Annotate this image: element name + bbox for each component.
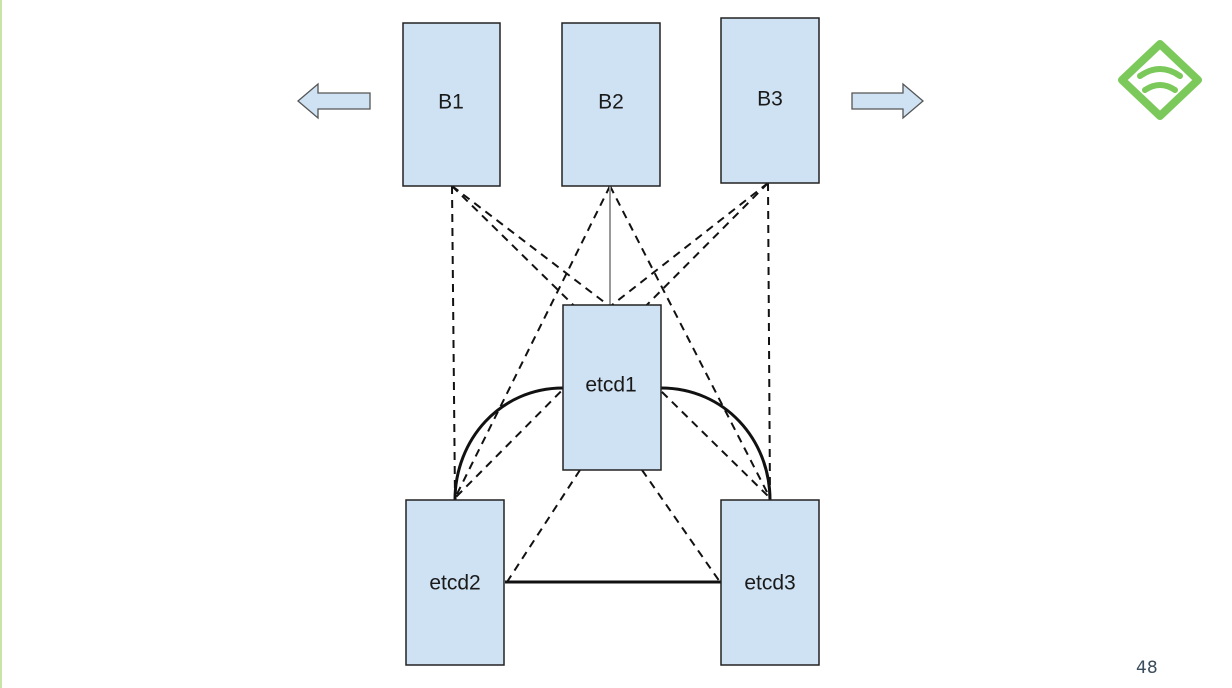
node-b3-label: B3 xyxy=(757,88,783,111)
solid-connections xyxy=(453,386,772,584)
link-b1-etcd3 xyxy=(451,185,771,499)
node-b3: B3 xyxy=(720,17,820,184)
node-etcd3-label: etcd3 xyxy=(744,572,795,595)
link-b1-etcd1 xyxy=(451,185,609,306)
logo-icon xyxy=(1118,40,1202,120)
link-etcd1-etcd2 xyxy=(506,469,581,583)
node-etcd1-label: etcd1 xyxy=(585,374,636,397)
link-b1-etcd2 xyxy=(451,185,456,499)
link-b2-etcd2 xyxy=(454,185,611,499)
dashed-connections xyxy=(451,182,771,583)
slide-number: 48 xyxy=(1136,658,1158,678)
arc-etcd2-etcd1 xyxy=(453,386,564,501)
slide-left-border xyxy=(0,0,2,688)
link-etcd1-etcd3 xyxy=(641,469,721,583)
arrow-right-icon xyxy=(851,82,925,120)
arc-etcd1-etcd3 xyxy=(660,386,772,501)
node-b2-label: B2 xyxy=(598,91,624,114)
node-b1: B1 xyxy=(402,22,501,187)
link-b3-etcd2 xyxy=(454,182,769,499)
link-b3-etcd3 xyxy=(767,182,771,499)
link-b2-etcd3 xyxy=(609,185,771,499)
node-etcd2: etcd2 xyxy=(405,499,505,666)
link-b3-etcd1 xyxy=(611,182,769,306)
node-b1-label: B1 xyxy=(438,91,464,114)
node-etcd3: etcd3 xyxy=(720,499,820,666)
node-etcd2-label: etcd2 xyxy=(429,572,480,595)
arrow-left-icon xyxy=(296,82,371,120)
node-b2: B2 xyxy=(561,22,661,187)
node-etcd1: etcd1 xyxy=(562,304,662,471)
